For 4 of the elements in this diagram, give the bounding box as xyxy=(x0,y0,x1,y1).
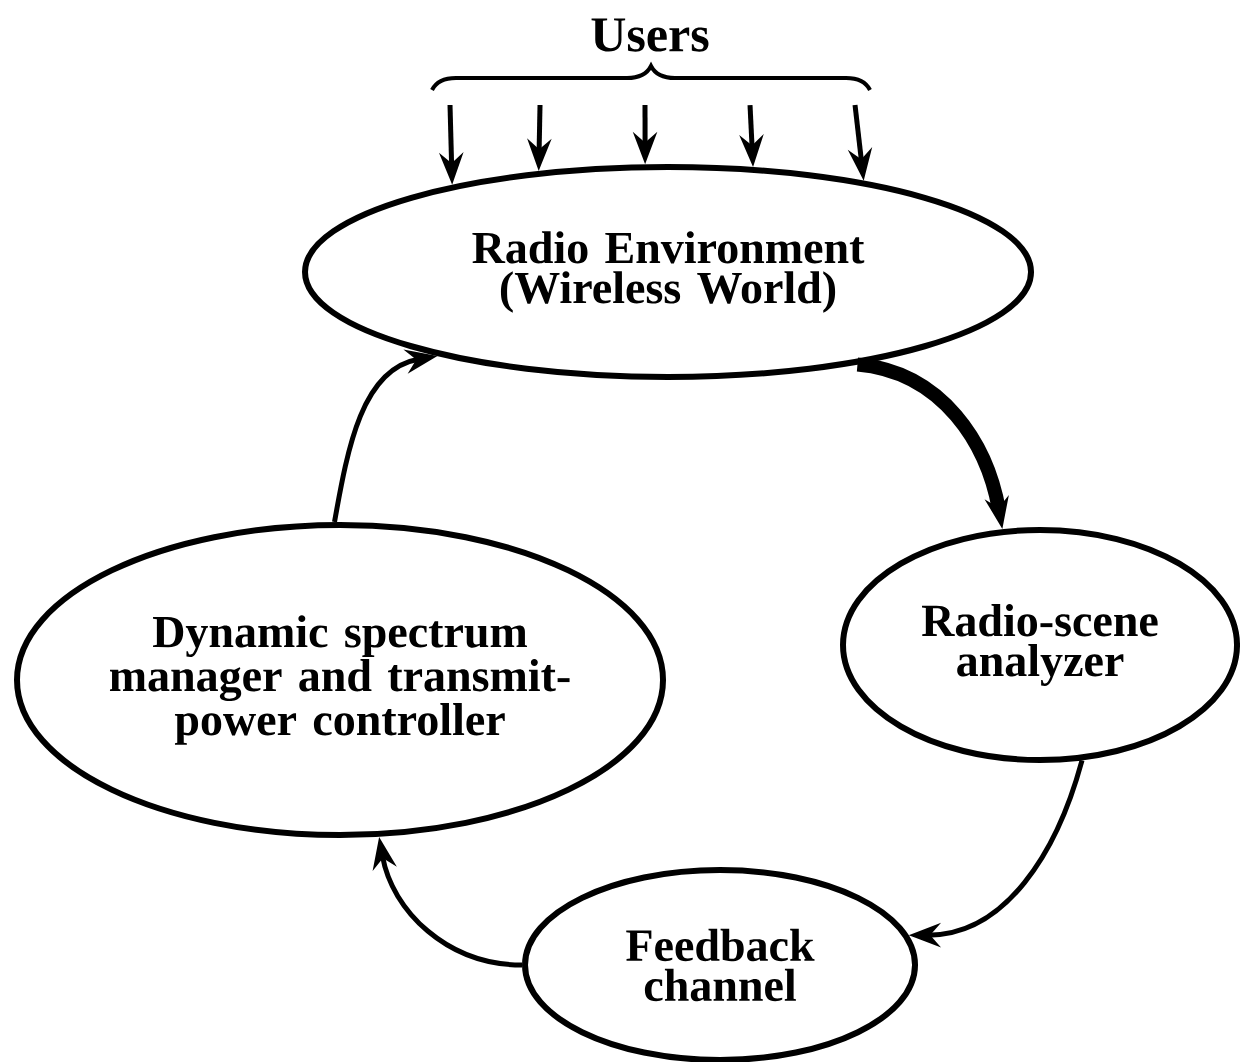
ellipse-node: Dynamic spectrum manager and transmit-power controller xyxy=(14,522,666,838)
ellipse-node: Radio-scene analyzer xyxy=(840,527,1240,763)
ellipse-node: Radio Environment (Wireless World) xyxy=(302,164,1034,380)
group-label: Users xyxy=(591,18,709,52)
